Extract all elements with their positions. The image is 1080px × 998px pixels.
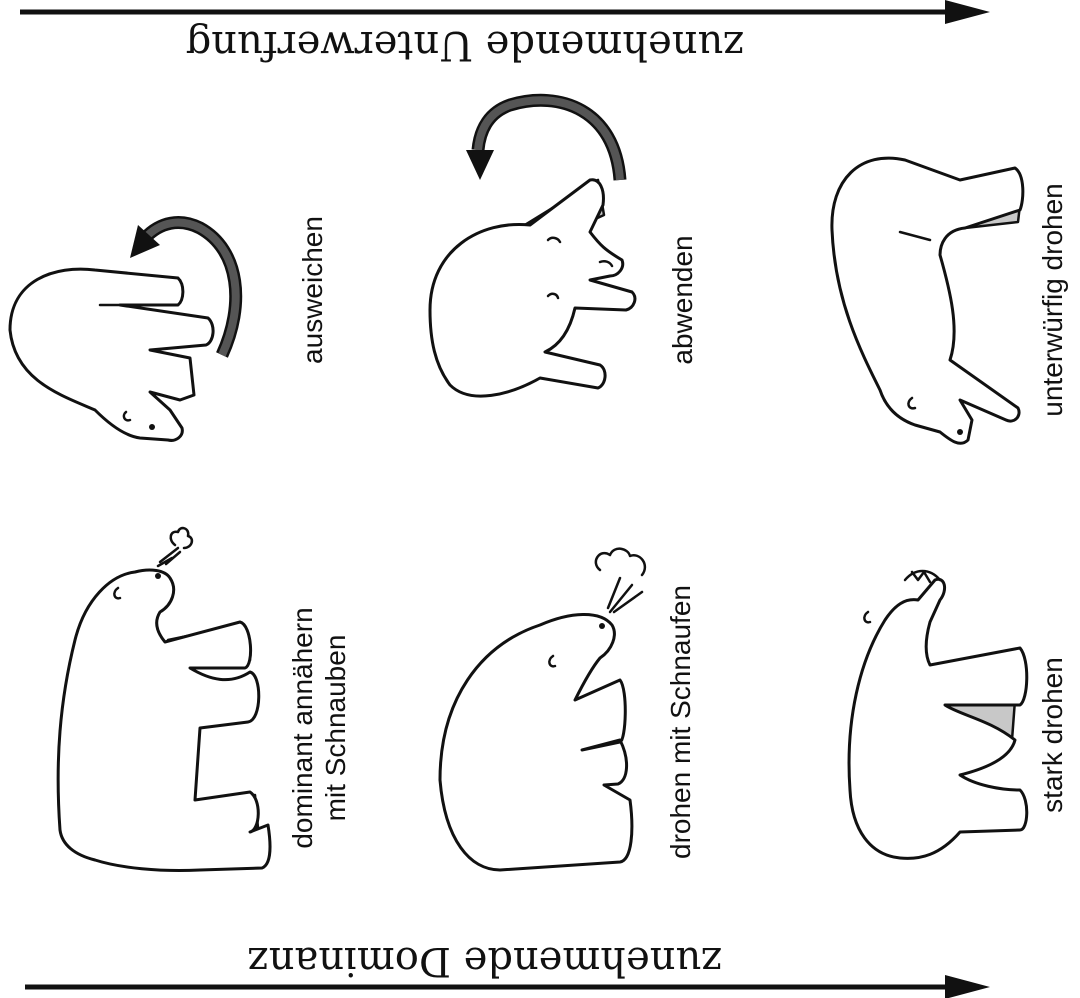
label-turn-away: abwenden [667,235,698,364]
bear-turn-away-illustration [430,100,635,396]
label-threat-snort: drohen mit Schnaufen [665,585,696,859]
bear-threat-snort-illustration [440,549,645,870]
submission-axis-label: zunehmende Unterwerfung [186,22,745,68]
submission-axis: zunehmende Unterwerfung [20,0,990,68]
dominance-axis-label: zunehmende Dominanz [248,938,723,984]
label-evade: ausweichen [297,216,328,364]
bear-evade-illustration [10,223,236,441]
label-submissive-threat: unterwürfig drohen [1037,183,1068,416]
bear-dominant-approach-illustration [58,528,270,870]
bear-strong-threat-illustration [849,571,1027,858]
dominance-axis-arrowhead [945,975,990,998]
label-strong-threat: stark drohen [1037,657,1068,813]
dominance-axis: zunehmende Dominanz [25,938,990,998]
submission-axis-arrowhead [945,0,990,24]
label-dominant-approach-line2: mit Schnauben [320,635,351,822]
bear-submissive-threat-illustration [832,158,1023,443]
label-dominant-approach-line1: dominant annähern [287,607,318,848]
